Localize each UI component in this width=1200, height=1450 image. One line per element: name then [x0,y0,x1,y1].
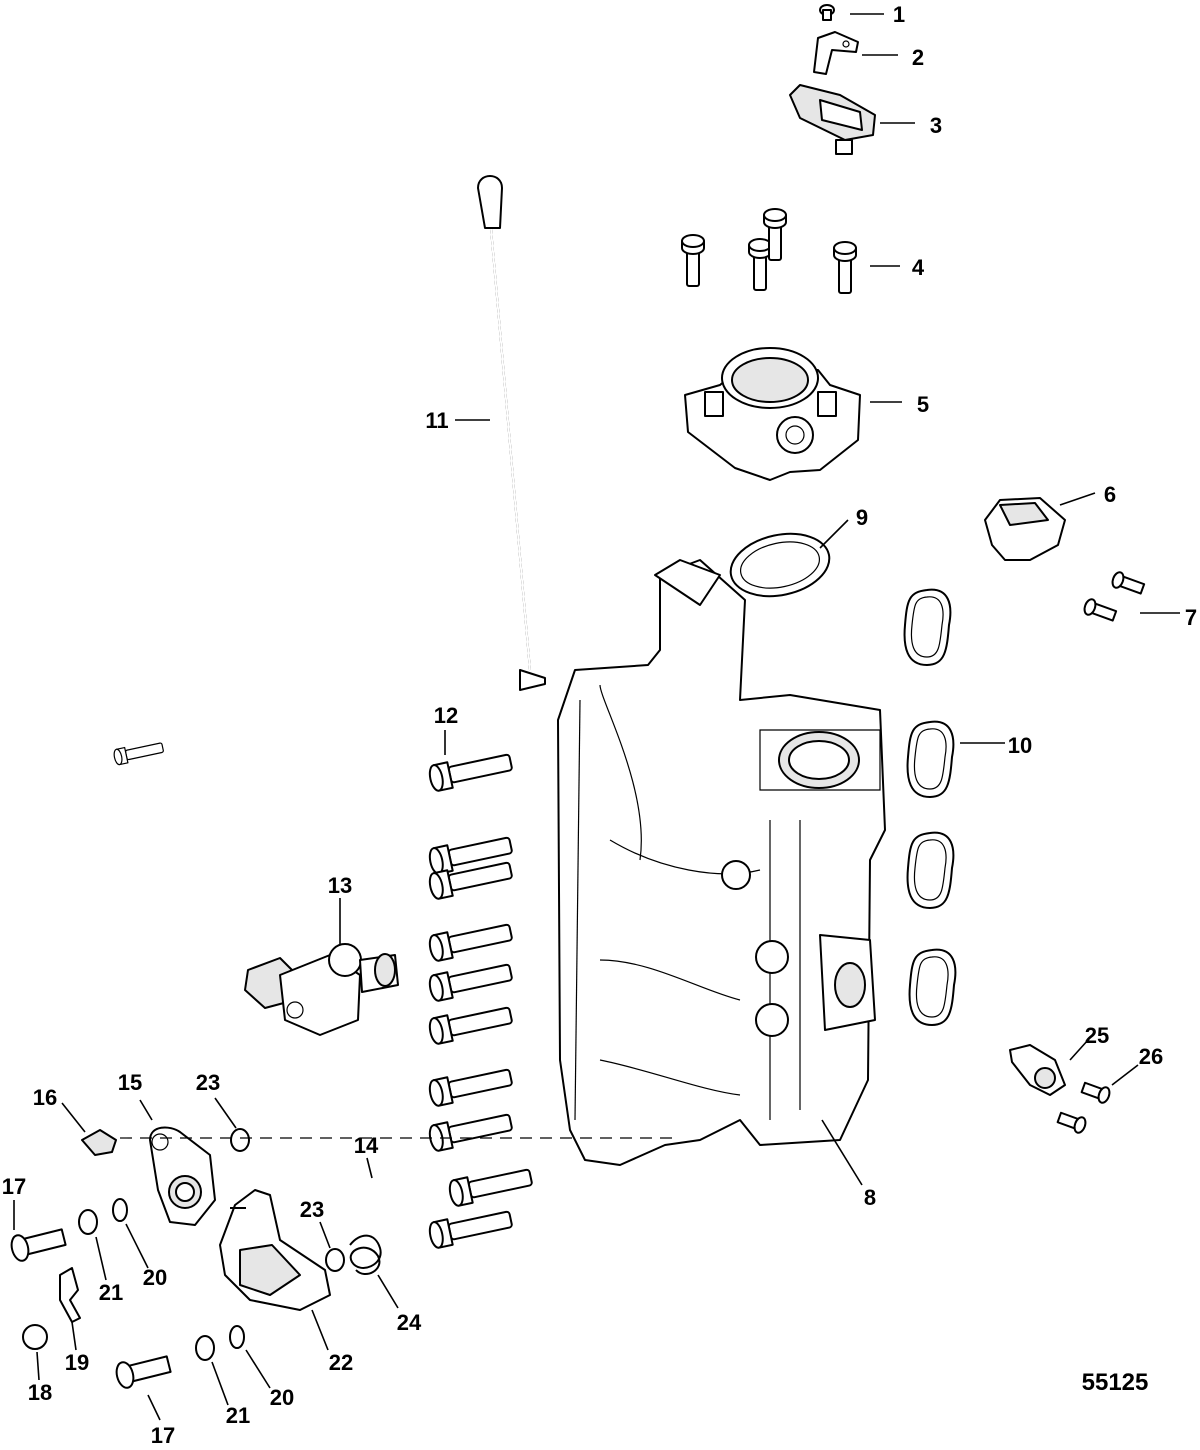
callout-20: 20 [270,1385,294,1410]
callout-24: 24 [397,1310,422,1335]
part-11-dipstick [477,175,546,691]
part-25-sensor [1009,1044,1066,1096]
callout-20: 20 [143,1265,167,1290]
callout-10: 10 [1008,733,1032,758]
callout-18: 18 [28,1380,52,1405]
callout-13: 13 [328,873,352,898]
part-20-washers [112,1198,245,1349]
callout-1: 1 [893,2,905,27]
figure-number: 55125 [1082,1369,1149,1396]
part-24-spring [349,1234,382,1275]
callout-5: 5 [917,392,929,417]
part-7-screws [1083,571,1146,622]
part-13-valve [244,943,399,1036]
part-21-washers [78,1209,215,1361]
part-2-bracket [813,31,859,75]
part-5-throttle-body [684,347,861,481]
part-14-bolt [112,739,165,766]
callout-3: 3 [930,113,942,138]
callout-16: 16 [33,1085,57,1110]
callout-8: 8 [864,1185,876,1210]
callout-25: 25 [1085,1023,1109,1048]
part-23-washers [230,1128,345,1272]
part-9-gasket [729,532,831,598]
part-12-bolts [426,748,535,1250]
leader-lines [13,13,1180,1421]
callout-9: 9 [856,505,868,530]
callout-6: 6 [1104,482,1116,507]
callout-19: 19 [65,1350,89,1375]
callout-23: 23 [196,1070,220,1095]
callout-21: 21 [226,1403,250,1428]
callout-7: 7 [1185,605,1197,630]
part-6-sensor [984,497,1066,561]
part-8-intake-manifold [557,559,886,1166]
callout-11: 11 [425,408,448,433]
part-3-sensor [789,84,876,155]
part-26-screws [1056,1081,1111,1134]
callout-12: 12 [434,703,458,728]
callout-22: 22 [329,1350,353,1375]
callout-17: 17 [151,1423,175,1448]
callout-23: 23 [300,1197,324,1222]
part-10-gaskets [903,588,957,1026]
part-18-cap [22,1324,48,1350]
part-22-arm [219,1189,331,1311]
callout-2: 2 [912,45,924,70]
part-1-screw [819,4,835,21]
part-16-clip [81,1129,117,1156]
callout-4: 4 [912,255,925,280]
callout-17: 17 [2,1174,26,1199]
callout-15: 15 [118,1070,142,1095]
callout-14: 14 [354,1133,379,1158]
callout-26: 26 [1139,1044,1163,1069]
callout-21: 21 [99,1280,123,1305]
part-4-bolts [681,208,857,294]
part-15-lever [149,1126,216,1226]
part-17-bolts [10,1228,172,1389]
part-19-spring-clip [59,1267,81,1323]
